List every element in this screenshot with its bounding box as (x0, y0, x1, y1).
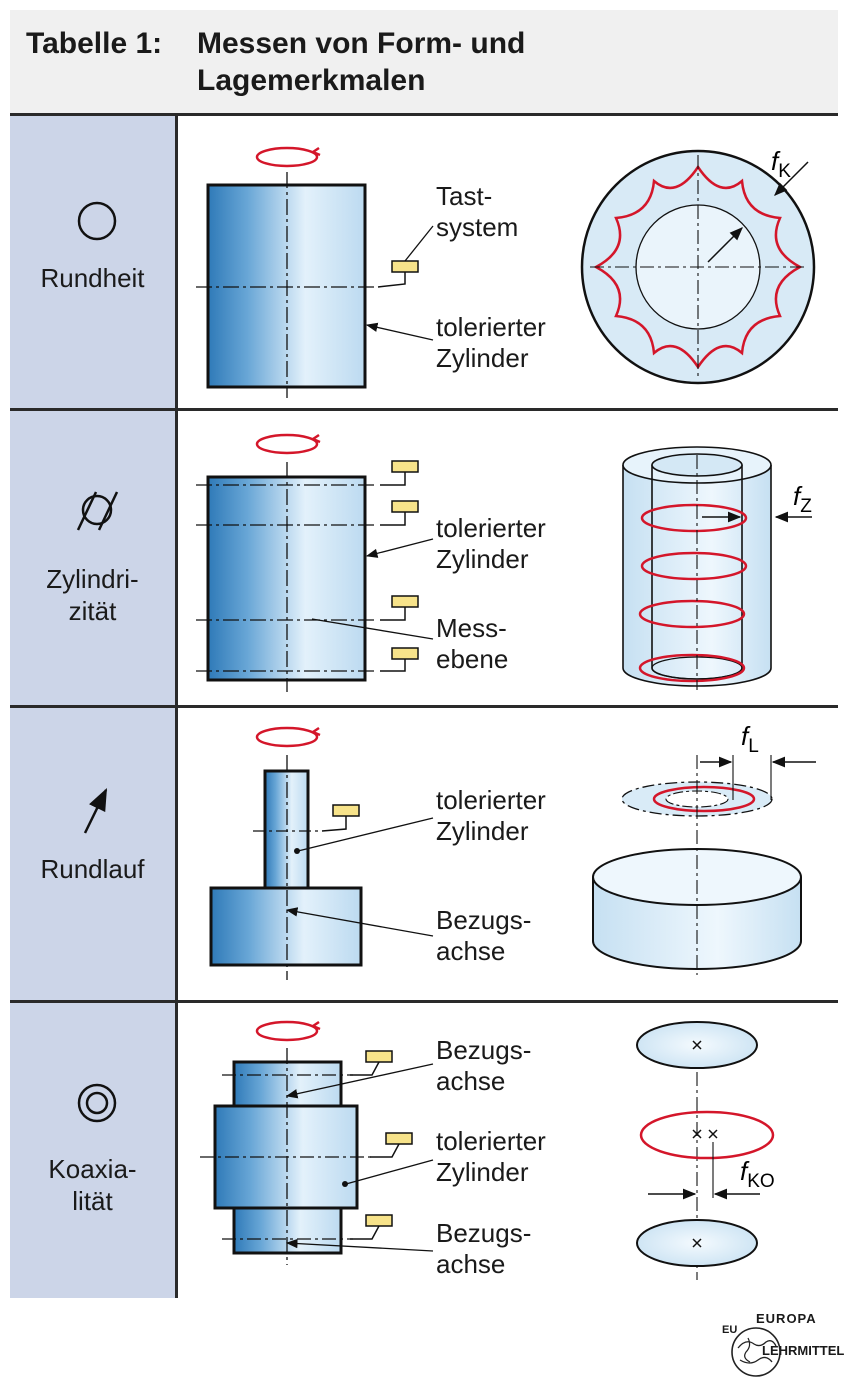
runout-arrow-icon (83, 787, 108, 834)
probe-icon (377, 225, 434, 288)
row-name-zylindrizitaet: Zylindri- zität (46, 564, 139, 626)
leader-line (365, 538, 434, 558)
logo-text-left: EU (722, 1324, 738, 1336)
runout-disk-figure (592, 755, 816, 975)
deviation-label-fl: fL (741, 721, 759, 757)
measurement-table: Tabelle 1: Messen von Form- und Lagemerk… (10, 10, 838, 1298)
probe-icon (321, 804, 360, 832)
header-divider (10, 113, 838, 116)
leader-line (285, 907, 434, 937)
leader-line (311, 618, 434, 640)
row-name-rundlauf: Rundlauf (40, 854, 145, 884)
measuring-planes (196, 484, 378, 672)
rotation-arrow-icon (255, 433, 321, 455)
table-header: Tabelle 1: Messen von Form- und Lagemerk… (10, 10, 838, 114)
deviation-label-fz: fZ (793, 481, 812, 517)
title-line-2: Lagemerkmalen (197, 64, 426, 97)
label-tolerierter-zylinder: tolerierter Zylinder (436, 312, 546, 373)
label-tolerierter-zylinder: tolerierter Zylinder (436, 785, 546, 846)
table-number: Tabelle 1: (26, 27, 163, 60)
leader-dot (294, 848, 300, 854)
logo-text-top: EUROPA (756, 1311, 817, 1326)
table-title: Messen von Form- und Lagemerkmalen (197, 25, 525, 99)
leader-line (297, 817, 434, 852)
label-messebene: Mess- ebene (436, 613, 509, 674)
europa-lehrmittel-logo: EUROPA EU LEHRMITTEL (718, 1310, 844, 1385)
measuring-planes (200, 1074, 372, 1240)
row-divider (10, 1000, 838, 1003)
cylindricity-tube-figure (622, 446, 812, 690)
row-name-koaxialitaet: Koaxia- lität (48, 1154, 137, 1216)
label-bezugsachse: Bezugs- achse (436, 905, 532, 966)
probe-icon (380, 460, 419, 672)
label-tastsystem: Tast- system (436, 181, 519, 242)
leader-dot (342, 1181, 348, 1187)
leader-line (345, 1159, 434, 1185)
label-tolerierter-zylinder: tolerierter Zylinder (436, 1126, 546, 1187)
row-name-rundheit: Rundheit (40, 263, 145, 293)
probe-icon (350, 1050, 413, 1240)
rotation-arrow-icon (255, 1020, 321, 1042)
leader-line (285, 1238, 434, 1252)
circle-icon (77, 201, 117, 241)
globe-icon (731, 1327, 781, 1377)
rotation-arrow-icon (255, 726, 321, 748)
reference-cylinder (209, 886, 363, 967)
deviation-label-fk: fK (771, 146, 791, 182)
title-line-1: Messen von Form- und (197, 27, 526, 60)
cylindricity-icon (76, 491, 119, 531)
rotation-arrow-icon (255, 146, 321, 168)
logo-text-right: LEHRMITTEL (762, 1343, 845, 1358)
label-bezugsachse: Bezugs- achse (436, 1218, 532, 1279)
label-tolerierter-zylinder: tolerierter Zylinder (436, 513, 546, 574)
leader-line (365, 322, 434, 341)
concentric-circles-icon (77, 1083, 117, 1123)
deviation-label-fko: fKO (740, 1156, 775, 1192)
label-bezugsachse: Bezugs- achse (436, 1035, 532, 1096)
roundness-profile-figure (580, 149, 816, 385)
leader-line (285, 1063, 434, 1099)
row-divider (10, 408, 838, 411)
row-divider (10, 705, 838, 708)
coaxiality-figure (636, 1021, 775, 1280)
